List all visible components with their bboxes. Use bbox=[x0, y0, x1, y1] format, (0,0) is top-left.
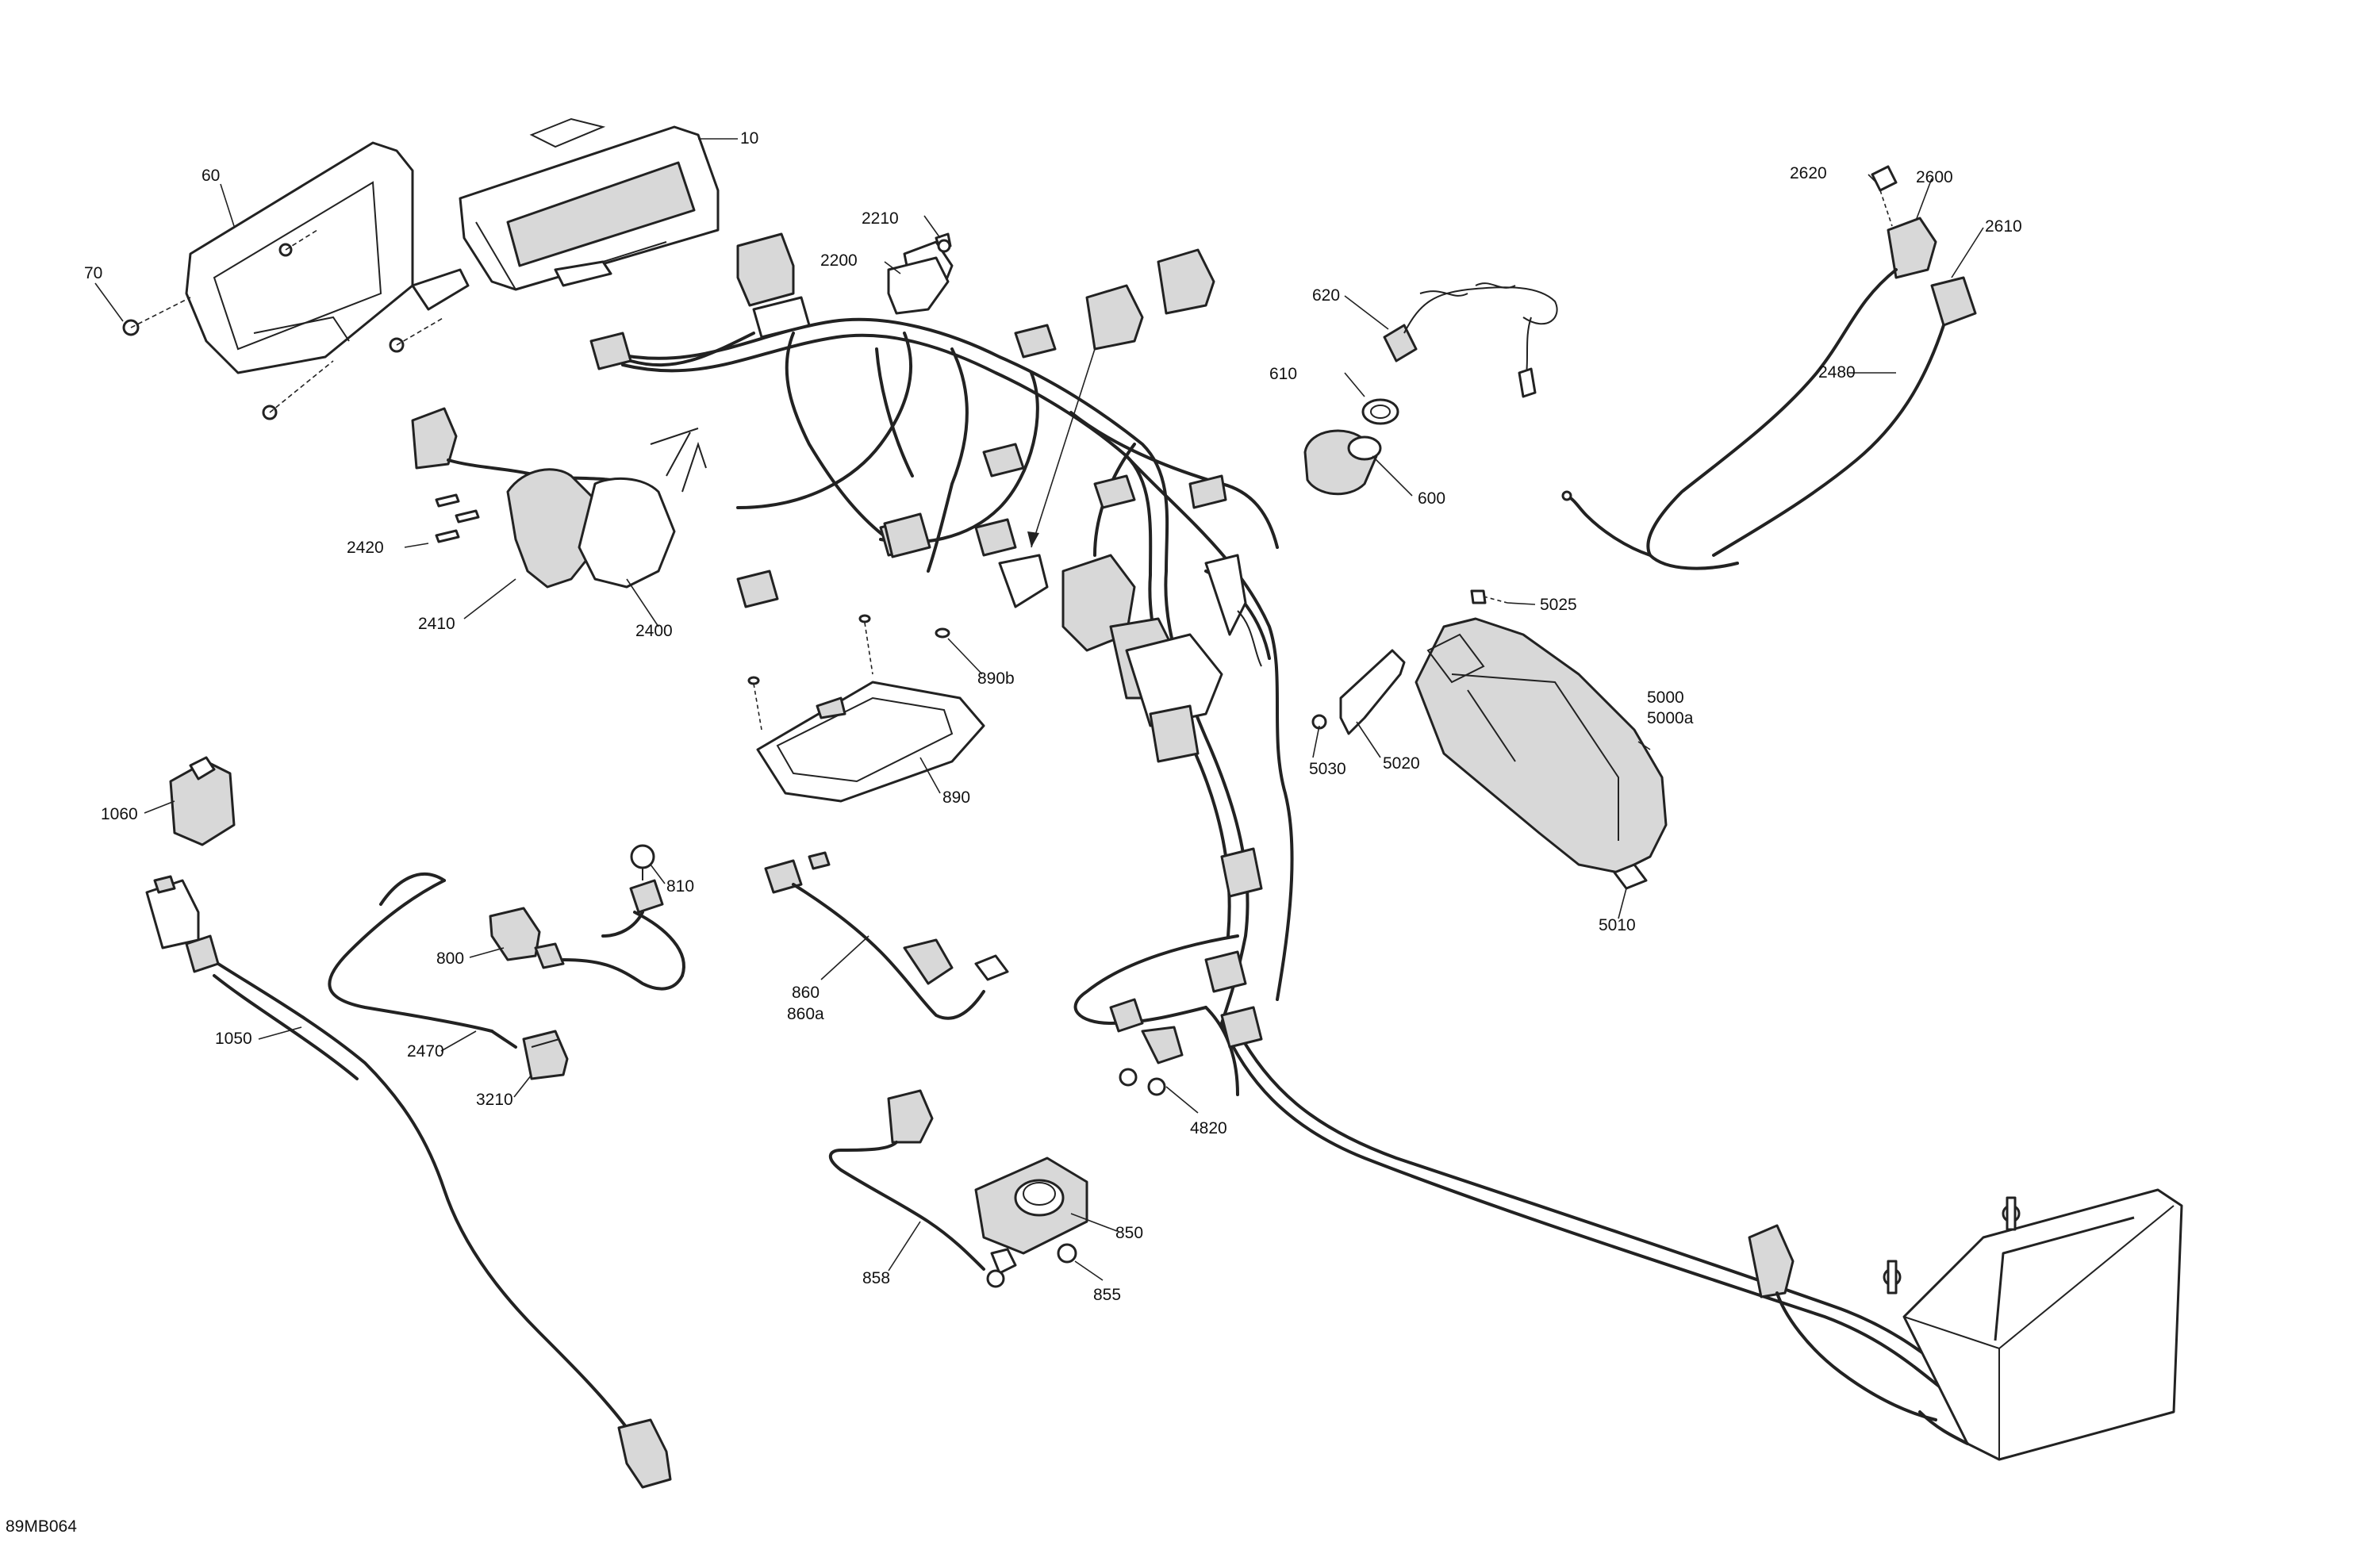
harness-1050 bbox=[145, 875, 672, 1489]
callout-2410: 2410 bbox=[418, 615, 455, 633]
screw-855 bbox=[986, 1243, 1077, 1288]
callout-858: 858 bbox=[862, 1269, 890, 1287]
callout-850: 850 bbox=[1115, 1224, 1143, 1242]
diagram-code: 89MB064 bbox=[6, 1517, 77, 1536]
callout-2470: 2470 bbox=[407, 1042, 444, 1061]
callout-1060: 1060 bbox=[101, 805, 138, 823]
sensor-800 bbox=[489, 907, 685, 991]
callout-2610: 2610 bbox=[1985, 217, 2022, 236]
callout-3210: 3210 bbox=[476, 1091, 513, 1109]
switch-1060 bbox=[169, 756, 236, 846]
callout-5010: 5010 bbox=[1599, 916, 1636, 934]
callout-860: 860 bbox=[792, 984, 820, 1002]
callout-620: 620 bbox=[1312, 286, 1340, 305]
panel-890 bbox=[747, 614, 985, 803]
callout-5025: 5025 bbox=[1540, 596, 1577, 614]
callout-2600: 2600 bbox=[1916, 168, 1953, 186]
callout-2620: 2620 bbox=[1790, 164, 1827, 182]
harness-860 bbox=[764, 851, 1009, 1020]
callout-800: 800 bbox=[436, 949, 464, 968]
top-center-connectors bbox=[589, 232, 1263, 1049]
pedal-sensor-2400 bbox=[411, 407, 707, 589]
harness-858 bbox=[828, 1089, 1017, 1275]
cable-2470 bbox=[328, 872, 517, 1049]
ecm-5000 bbox=[1415, 617, 1668, 890]
callout-890: 890 bbox=[942, 788, 970, 807]
sensor-2200 bbox=[887, 239, 951, 315]
callout-70: 70 bbox=[84, 264, 102, 282]
callout-855: 855 bbox=[1093, 1286, 1121, 1304]
battery bbox=[1748, 1188, 2183, 1461]
callout-2480: 2480 bbox=[1818, 363, 1856, 382]
nuts-4820 bbox=[1119, 1026, 1184, 1096]
callout-2420: 2420 bbox=[347, 539, 384, 557]
callout-860a: 860a bbox=[787, 1005, 824, 1023]
knob-850 bbox=[974, 1156, 1088, 1255]
dess-lanyard-620 bbox=[1383, 282, 1558, 398]
dess-post-600 bbox=[1303, 429, 1382, 496]
harness-2480 bbox=[1561, 165, 1977, 570]
callout-2200: 2200 bbox=[820, 251, 858, 270]
callout-10: 10 bbox=[740, 129, 758, 148]
callout-5020: 5020 bbox=[1383, 754, 1420, 773]
callout-890b: 890b bbox=[977, 669, 1015, 688]
dess-ring-610 bbox=[1361, 398, 1399, 425]
switch-810 bbox=[601, 844, 664, 938]
callout-2210: 2210 bbox=[862, 209, 899, 228]
instrument-cluster-10 bbox=[459, 117, 720, 291]
callout-60: 60 bbox=[202, 167, 220, 185]
callout-labels: 10 60 70 2210 2200 620 610 600 2620 2600… bbox=[6, 129, 2022, 1536]
callout-1050: 1050 bbox=[215, 1030, 252, 1048]
callout-5000: 5000 bbox=[1647, 689, 1684, 707]
callout-2400: 2400 bbox=[635, 622, 673, 640]
callout-610: 610 bbox=[1269, 365, 1297, 383]
leader-lines bbox=[94, 138, 1984, 1281]
cluster-bracket-60 bbox=[122, 141, 470, 420]
connector-3210 bbox=[522, 1030, 569, 1080]
callout-600: 600 bbox=[1418, 489, 1445, 508]
callout-5030: 5030 bbox=[1309, 760, 1346, 778]
callout-810: 810 bbox=[666, 877, 694, 896]
callout-5000a: 5000a bbox=[1647, 709, 1694, 727]
callout-4820: 4820 bbox=[1190, 1119, 1227, 1137]
